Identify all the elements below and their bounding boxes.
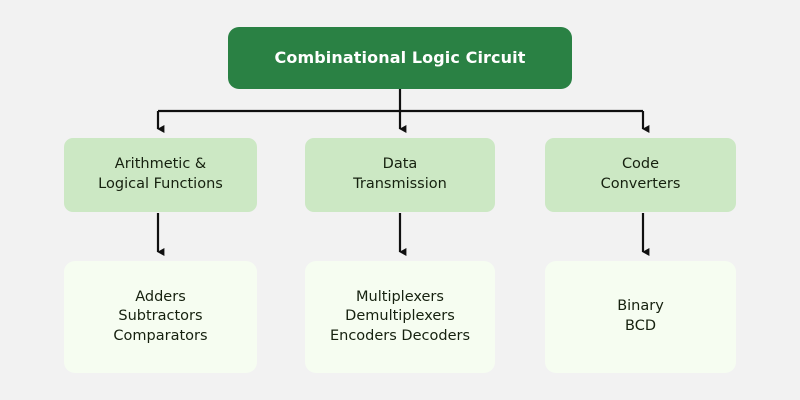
node-code-converters-examples[interactable]: Binary BCD bbox=[545, 261, 736, 373]
node-arithmetic-logical-functions[interactable]: Arithmetic & Logical Functions bbox=[64, 138, 257, 212]
node-data-transmission-examples[interactable]: Multiplexers Demultiplexers Encoders Dec… bbox=[305, 261, 495, 373]
node-data-transmission-examples-label: Multiplexers Demultiplexers Encoders Dec… bbox=[329, 288, 470, 344]
node-root-label: Combinational Logic Circuit bbox=[274, 48, 526, 68]
node-combinational-logic-circuit[interactable]: Combinational Logic Circuit bbox=[228, 27, 572, 89]
node-code-converters-examples-label: Binary BCD bbox=[617, 298, 664, 334]
node-arithmetic-logical-functions-examples-label: Adders Subtractors Comparators bbox=[113, 288, 208, 344]
node-code-converters[interactable]: Code Converters bbox=[545, 138, 736, 212]
node-arithmetic-logical-functions-label: Arithmetic & Logical Functions bbox=[98, 156, 223, 192]
node-arithmetic-logical-functions-examples[interactable]: Adders Subtractors Comparators bbox=[64, 261, 257, 373]
node-code-converters-label: Code Converters bbox=[600, 156, 681, 192]
node-data-transmission-label: Data Transmission bbox=[353, 156, 447, 192]
node-data-transmission[interactable]: Data Transmission bbox=[305, 138, 495, 212]
